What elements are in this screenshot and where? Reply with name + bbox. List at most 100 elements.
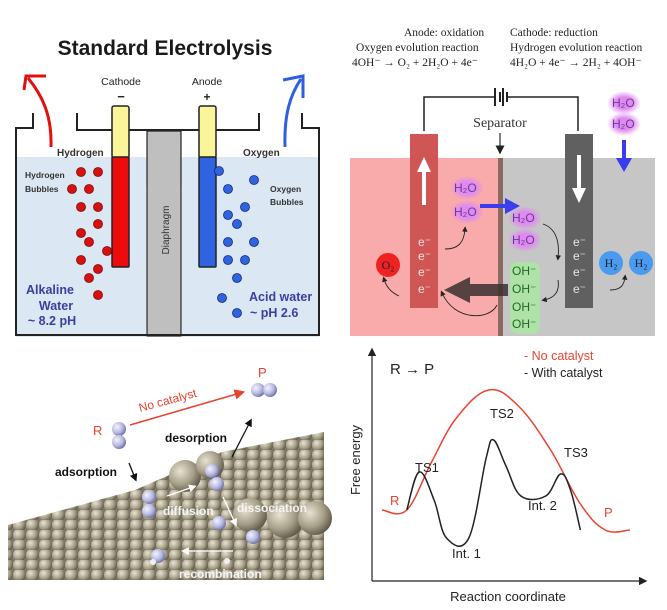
oxygen-arrowhead [282, 74, 305, 98]
diaphragm-label: Diaphragm [161, 206, 172, 255]
cathode-sign: − [117, 89, 125, 104]
svg-text:e⁻: e⁻ [418, 282, 431, 296]
h2-label-2: H₂ [635, 256, 648, 270]
no-catalyst-arrow [129, 389, 246, 426]
cathode-top [111, 105, 130, 159]
hydrogen-arrow [26, 77, 53, 148]
annotation-r: R [390, 493, 399, 508]
reaction-arrows [382, 223, 628, 317]
hydrogen-bubbles-label-2: Bubbles [25, 184, 59, 194]
x-axis-label: Reaction coordinate [450, 589, 566, 604]
anode-sign: + [203, 90, 210, 104]
legend-no-catalyst: - No catalyst [524, 349, 594, 363]
svg-text:e⁻: e⁻ [418, 265, 431, 279]
catalysis-diagram: R P No catalyst desorption adsorption di… [8, 365, 332, 581]
annotation-ts2: TS2 [490, 406, 514, 421]
adsorption-arrow [128, 462, 138, 482]
svg-text:OH⁻: OH⁻ [512, 317, 536, 331]
dissociation-arrow [222, 496, 237, 527]
svg-text:e⁻: e⁻ [418, 249, 431, 263]
anode-equation: 4OH⁻ → O₂ + 2H₂O + 4e⁻ [352, 57, 478, 69]
cathode-electrode [111, 156, 130, 268]
anode-electrode [198, 156, 217, 268]
svg-text:OH⁻: OH⁻ [512, 264, 536, 278]
anode-label: Anode [192, 76, 223, 88]
electrolysis-panel: Standard Electrolysis Diaphragm Cathode … [0, 0, 340, 340]
oxygen-bubbles-label-2: Bubbles [270, 197, 304, 207]
cathode-label: Cathode [101, 76, 141, 88]
series-with-catalyst [406, 438, 582, 547]
hydrogen-bubbles [67, 167, 112, 300]
diffusion-arrow [166, 484, 197, 497]
acid-label-2: ~ pH 2.6 [250, 306, 298, 320]
svg-text:H₂O: H₂O [512, 211, 535, 225]
chart-title: R → P [390, 361, 434, 378]
up-arrow-icon [417, 157, 431, 205]
cathode-electrons: e⁻e⁻e⁻e⁻ [573, 235, 586, 296]
anode-header: Anode: oxidation [404, 27, 485, 39]
svg-text:OH⁻: OH⁻ [512, 282, 536, 296]
diffusion-label: diffusion [163, 504, 214, 518]
recombination-label: recombination [179, 567, 262, 581]
water-in-arrow [616, 140, 632, 172]
svg-text:e⁻: e⁻ [573, 282, 586, 296]
anode-electrons: e⁻e⁻e⁻e⁻ [418, 235, 431, 296]
energy-chart: Reaction coordinate Free energy R → P - … [348, 347, 648, 604]
hydrogen-arrowhead [22, 74, 46, 91]
series-no-catalyst [381, 388, 631, 533]
catalyst-surface [8, 432, 324, 580]
o2-label: O₂ [382, 258, 395, 272]
legend-with-catalyst: - With catalyst [524, 366, 603, 380]
down-arrow-icon [572, 155, 586, 203]
water-glows [450, 91, 641, 334]
hydrogen-bubbles-label-1: Hydrogen [25, 170, 65, 180]
svg-text:e⁻: e⁻ [573, 265, 586, 279]
cathode-reaction: Hydrogen evolution reaction [510, 42, 643, 54]
reactant-label: R [93, 423, 102, 438]
anode-top [198, 105, 217, 159]
catalysis-panel: R P No catalyst desorption adsorption di… [0, 340, 340, 605]
svg-text:H₂O: H₂O [612, 117, 635, 131]
cell-panel: Anode: oxidation Oxygen evolution reacti… [340, 0, 667, 340]
diaphragm [146, 130, 182, 337]
svg-text:H₂O: H₂O [512, 233, 535, 247]
h2-label-1: H₂ [605, 256, 618, 270]
cathode-header: Cathode: reduction [510, 27, 598, 39]
h2-molecule-2 [629, 251, 653, 275]
svg-text:e⁻: e⁻ [418, 235, 431, 249]
water-transfer-arrow [480, 198, 520, 214]
annotation-p: P [604, 505, 613, 520]
cathode-equation: 4H₂O + 4e⁻ → 2H₂ + 4OH⁻ [510, 57, 642, 69]
svg-text:e⁻: e⁻ [573, 235, 586, 249]
vessel-outline [15, 113, 320, 336]
oxygen-bubbles-label-1: Oxygen [270, 184, 301, 194]
product-label: P [258, 365, 267, 380]
wire-left [423, 96, 495, 131]
alkaline-label-1: Alkaline [26, 283, 74, 297]
molecules [112, 383, 277, 565]
svg-text:e⁻: e⁻ [573, 249, 586, 263]
no-catalyst-label: No catalyst [137, 386, 199, 415]
annotation-ts3: TS3 [564, 445, 588, 460]
o2-molecule [376, 253, 400, 277]
annotation-ts1: TS1 [415, 460, 439, 475]
oxygen-label: Oxygen [243, 148, 280, 159]
dissociation-label: dissociation [237, 501, 307, 515]
separator [498, 158, 503, 336]
annotation-int2: Int. 2 [528, 498, 557, 513]
surface-step [169, 451, 332, 538]
alkaline-label-2: Water [39, 299, 73, 313]
desorption-label: desorption [165, 431, 227, 445]
hydroxide-transfer-arrow [444, 277, 508, 303]
separator-label: Separator [473, 116, 527, 131]
adsorption-label: adsorption [55, 465, 117, 479]
acid-label-1: Acid water [249, 290, 312, 304]
svg-text:H₂O: H₂O [612, 96, 635, 110]
oxygen-bubbles [214, 166, 259, 318]
wire-right [507, 96, 579, 131]
h2-molecule-1 [599, 251, 623, 275]
desorption-arrow [231, 418, 252, 458]
electrolysis-diagram: Standard Electrolysis Diaphragm Cathode … [15, 37, 320, 337]
